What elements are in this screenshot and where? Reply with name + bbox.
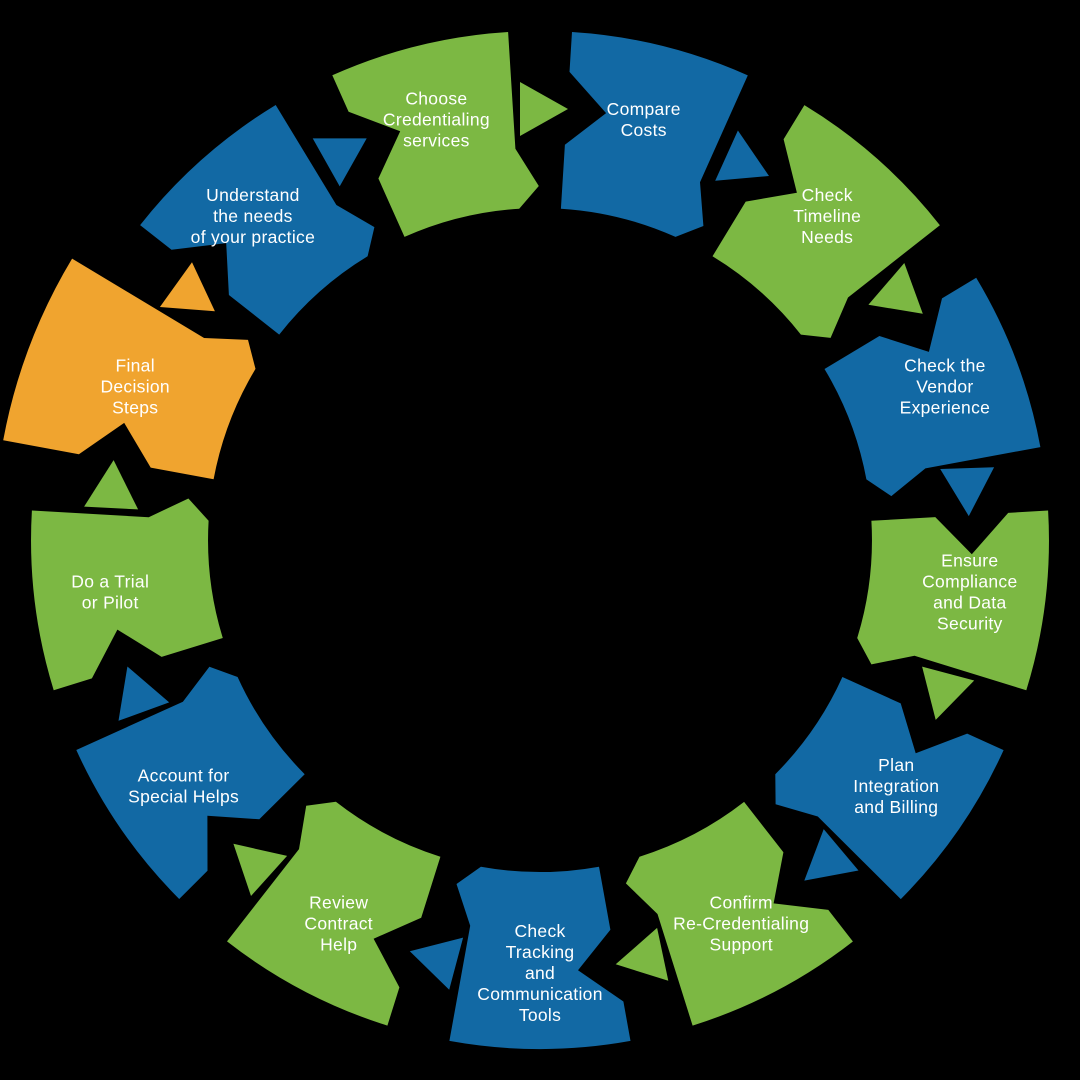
segment-label-line: and Data (933, 593, 1006, 613)
segment-label-line: Compare (607, 99, 681, 119)
segment-label-line: Do a Trial (71, 572, 149, 592)
segment-shape-review-contract-help (227, 801, 441, 1026)
segment-label-line: Check (802, 185, 853, 205)
segment-label-line: and (525, 963, 555, 983)
segment-label-line: Experience (900, 398, 991, 418)
segment-label-line: Tracking (506, 942, 575, 962)
segment-label-line: Ensure (941, 551, 998, 571)
segment-label-line: Decision (100, 376, 170, 396)
triangle-arrow-icon-after-ensure-compliance-and-data-security (922, 666, 975, 720)
segment-shape-compare-costs (560, 32, 748, 237)
segment-shape-choose-credentialing-services (332, 32, 539, 237)
segment-shape-ensure-compliance-and-data-security (857, 510, 1049, 691)
segment-shape-confirm-re-credentialing-support (625, 801, 853, 1026)
segment-shape-check-timeline-needs (712, 105, 940, 338)
triangle-arrow-icon-after-final-decision-steps (159, 262, 215, 312)
segment-label-line: Help (320, 934, 357, 954)
segment-label-line: Credentialing (383, 110, 490, 130)
segment-label-line: services (403, 131, 470, 151)
segment-label-line: Understand (206, 185, 299, 205)
segment-label-line: Account for (138, 765, 230, 785)
triangle-arrow-icon-after-understand-the-needs-of-your-practice (312, 138, 367, 187)
segment-label-line: Communication (477, 984, 602, 1004)
segment-label-line: Check the (904, 356, 986, 376)
triangle-arrow-icon-after-account-for-special-helps (118, 666, 170, 721)
triangle-arrow-icon-after-check-the-vendor-experience (940, 467, 995, 517)
segment-label-line: Check (514, 921, 565, 941)
triangle-arrow-icon-after-plan-integration-and-billing (804, 829, 859, 881)
segment-label-line: Security (937, 614, 1003, 634)
segment-label-line: Special Helps (128, 786, 239, 806)
segment-label-line: Plan (878, 755, 914, 775)
triangle-arrow-icon-after-check-tracking-and-communication-tools (409, 937, 464, 990)
segment-label-line: Steps (112, 397, 158, 417)
segment-label-line: Re-Credentialing (673, 913, 809, 933)
triangle-arrow-icon-after-choose-credentialing-services (520, 82, 568, 136)
segment-label-line: Timeline (793, 206, 861, 226)
segment-label-line: of your practice (191, 227, 315, 247)
segment-label-line: Confirm (710, 892, 773, 912)
segment-label-line: Integration (853, 776, 939, 796)
segment-shape-understand-the-needs-of-your-practice (140, 105, 375, 335)
segment-label-line: Needs (801, 227, 853, 247)
segment-label-line: Contract (304, 913, 373, 933)
segment-label-line: Choose (405, 89, 467, 109)
segment-shape-final-decision-steps (3, 258, 256, 480)
segment-label-line: or Pilot (82, 593, 139, 613)
segment-label-line: and Billing (854, 797, 938, 817)
segment-shape-plan-integration-and-billing (775, 677, 1004, 900)
triangle-arrow-icon-after-review-contract-help (233, 843, 288, 896)
arrows-layer (84, 82, 995, 990)
triangle-arrow-icon-after-do-a-trial-or-pilot (84, 460, 139, 510)
segment-label-line: the needs (213, 206, 293, 226)
segment-label-line: Costs (621, 120, 667, 140)
segment-shape-do-a-trial-or-pilot (31, 498, 223, 691)
segment-label-line: Final (115, 355, 154, 375)
segment-label-line: Vendor (916, 377, 973, 397)
segment-shape-account-for-special-helps (76, 666, 305, 899)
triangle-arrow-icon-after-compare-costs (715, 130, 769, 181)
triangle-arrow-icon-after-confirm-re-credentialing-support (615, 927, 669, 981)
segment-label-line: Review (309, 892, 368, 912)
segment-shape-check-the-vendor-experience (824, 277, 1041, 497)
segment-label-line: Tools (519, 1005, 561, 1025)
triangle-arrow-icon-after-check-timeline-needs (868, 263, 923, 314)
segment-shape-check-tracking-and-communication-tools (449, 866, 631, 1050)
segment-label-line: Compliance (922, 572, 1017, 592)
segment-label-line: Support (709, 934, 772, 954)
